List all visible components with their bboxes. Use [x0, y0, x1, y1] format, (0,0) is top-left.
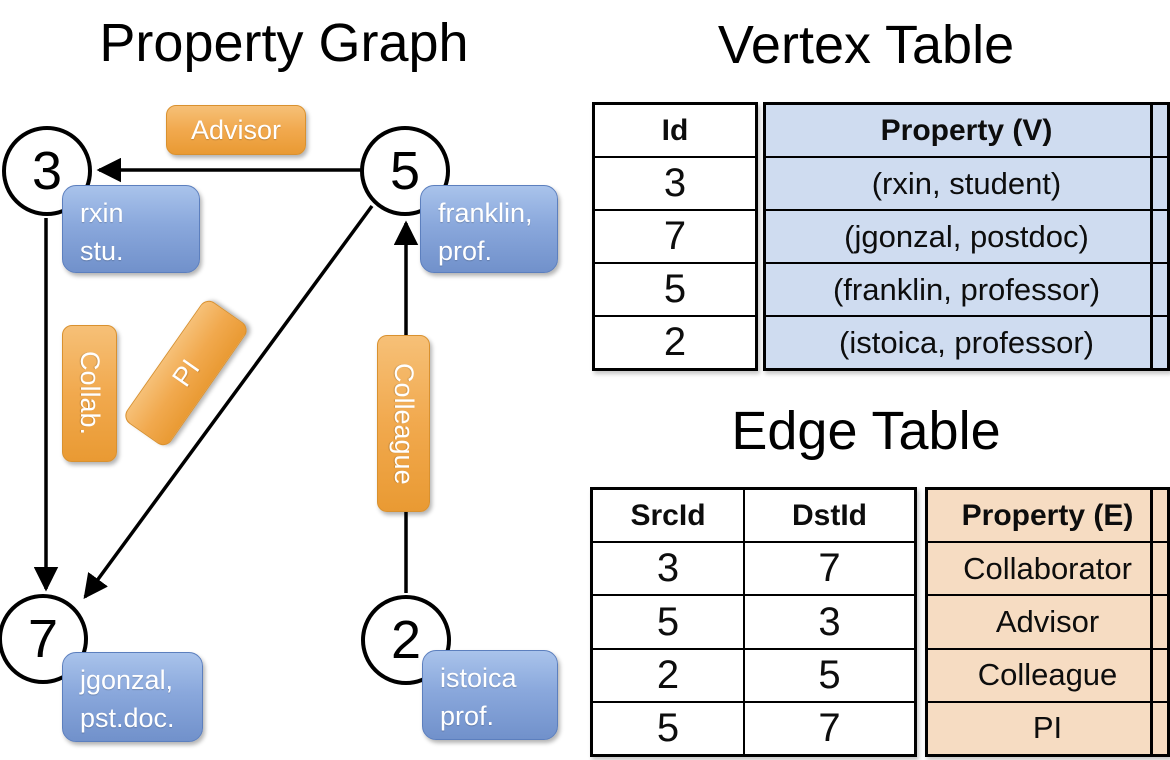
edge-label-advisor: Advisor: [166, 105, 306, 155]
vertex-id-header: Id: [661, 113, 689, 147]
vertex-id-cell: 5: [595, 262, 755, 315]
vertex-property-box-2: istoica prof.: [422, 650, 558, 740]
vertex-property-cell: (rxin, student): [766, 156, 1167, 209]
vertex-property-line: stu.: [80, 236, 124, 266]
property-graph-title: Property Graph: [99, 13, 469, 73]
edge-property-cell: PI: [928, 700, 1167, 754]
srcid-header: SrcId: [630, 498, 706, 532]
edge-property-cell: Colleague: [928, 647, 1167, 701]
vertex-property-cell: (franklin, professor): [766, 262, 1167, 315]
vertex-property-box-3: rxin stu.: [62, 185, 200, 273]
srcid-cell: 3: [593, 541, 743, 594]
vertex-table-title: Vertex Table: [717, 15, 1015, 75]
vertex-property-line: prof.: [438, 236, 493, 266]
srcid-cell: 5: [593, 700, 743, 754]
vertex-property-line: jgonzal,: [80, 665, 174, 695]
edge-table-srcid-column: SrcId 3 5 2 5: [593, 490, 743, 754]
vertex-property-box-7: jgonzal, pst.doc.: [62, 652, 203, 742]
graph-node-2: 2: [361, 595, 451, 685]
edge-table-title: Edge Table: [731, 401, 1001, 461]
dstid-header: DstId: [792, 498, 867, 532]
vertex-property-line: pst.doc.: [80, 703, 175, 733]
edge-label-collab: Collab.: [62, 325, 117, 462]
edge-table-clipped-column-border: [1150, 490, 1153, 754]
srcid-cell: 2: [593, 647, 743, 701]
vertex-id-cell: 2: [595, 315, 755, 368]
graph-node-5: 5: [360, 126, 450, 216]
edge-table-dstid-column: DstId 7 3 5 7: [743, 490, 914, 754]
vertex-property-cell: (istoica, professor): [766, 315, 1167, 368]
vertex-property-line: prof.: [440, 701, 495, 731]
vertex-property-cell: (jgonzal, postdoc): [766, 209, 1167, 262]
vertex-property-line: rxin: [80, 198, 124, 228]
vertex-property-box-5: franklin, prof.: [420, 185, 558, 273]
edge-table-property-column: Property (E) Collaborator Advisor Collea…: [925, 487, 1170, 757]
srcid-cell: 5: [593, 594, 743, 647]
property-graph-panel: Property Graph 3 5 7 2 rxin stu. frankli…: [0, 0, 580, 760]
vertex-property-line: istoica: [440, 663, 517, 693]
edge-label-colleague: Colleague: [377, 335, 430, 512]
vertex-table-property-column: Property (V) (rxin, student) (jgonzal, p…: [763, 102, 1170, 371]
vertex-id-cell: 3: [595, 156, 755, 209]
edge-property-cell: Collaborator: [928, 541, 1167, 594]
dstid-cell: 7: [745, 700, 914, 754]
vertex-property-header: Property (V): [880, 113, 1053, 147]
edge-property-header: Property (E): [961, 498, 1134, 532]
edge-property-cell: Advisor: [928, 594, 1167, 647]
vertex-table-id-column: Id 3 7 5 2: [592, 102, 758, 371]
dstid-cell: 3: [745, 594, 914, 647]
dstid-cell: 5: [745, 647, 914, 701]
edge-table-id-columns: SrcId 3 5 2 5 DstId 7 3 5 7: [590, 487, 917, 757]
vertex-id-cell: 7: [595, 209, 755, 262]
dstid-cell: 7: [745, 541, 914, 594]
vertex-property-line: franklin,: [438, 198, 533, 228]
vertex-table-clipped-column-border: [1150, 105, 1153, 368]
edge-5-to-7: [83, 204, 374, 599]
